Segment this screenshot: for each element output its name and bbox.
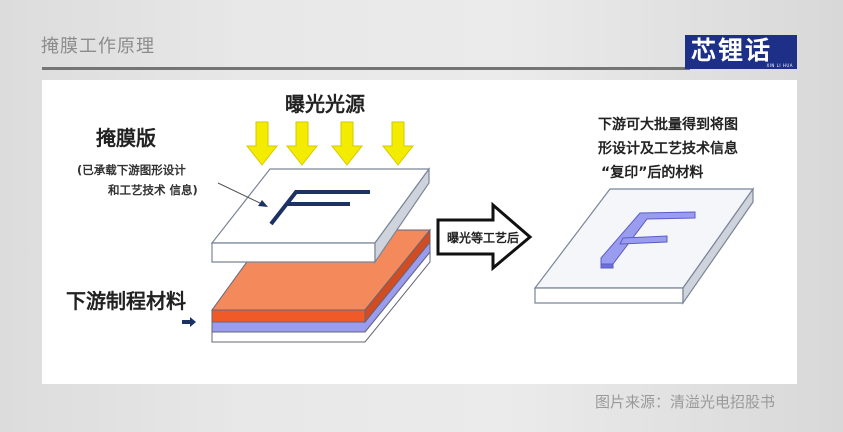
process-arrow-label: 曝光等工艺后 (447, 230, 519, 245)
mask-label: 掩膜版 (96, 126, 156, 150)
logo-subtext: XIN LI HUA (766, 63, 793, 68)
light-arrow-icon (381, 121, 415, 166)
light-arrow-icon (330, 121, 364, 166)
slide-title: 掩膜工作原理 (41, 36, 155, 57)
light-source-label: 曝光光源 (285, 92, 365, 116)
image-source-caption: 图片来源：清溢光电招股书 (595, 393, 776, 411)
mask-plate (210, 167, 431, 264)
light-arrow-icon (285, 121, 319, 166)
pointer-line (217, 182, 263, 205)
title-divider (42, 67, 690, 70)
light-arrow-icon (245, 121, 279, 166)
brand-logo: 芯锂话 XIN LI HUA (685, 35, 797, 69)
material-pointer-arrow-icon (182, 317, 196, 327)
result-plate (533, 187, 755, 305)
logo-text: 芯锂话 (691, 36, 773, 65)
result-pattern-f (600, 211, 696, 269)
result-text-line3: “复印”后的材料 (601, 164, 703, 181)
material-label: 下游制程材料 (66, 289, 186, 313)
mask-note-line2: 和工艺技术 信息) (108, 183, 198, 197)
pointer-arrowhead-icon (258, 200, 268, 207)
result-text-line2: 形设计及工艺技术信息 (598, 140, 738, 157)
light-arrows (245, 121, 415, 166)
result-text-line1: 下游可大批量得到将图 (598, 116, 738, 133)
mask-pattern-f (269, 190, 370, 226)
mask-note-line1: (已承载下游图形设计 (77, 163, 186, 177)
process-arrow (436, 201, 533, 272)
